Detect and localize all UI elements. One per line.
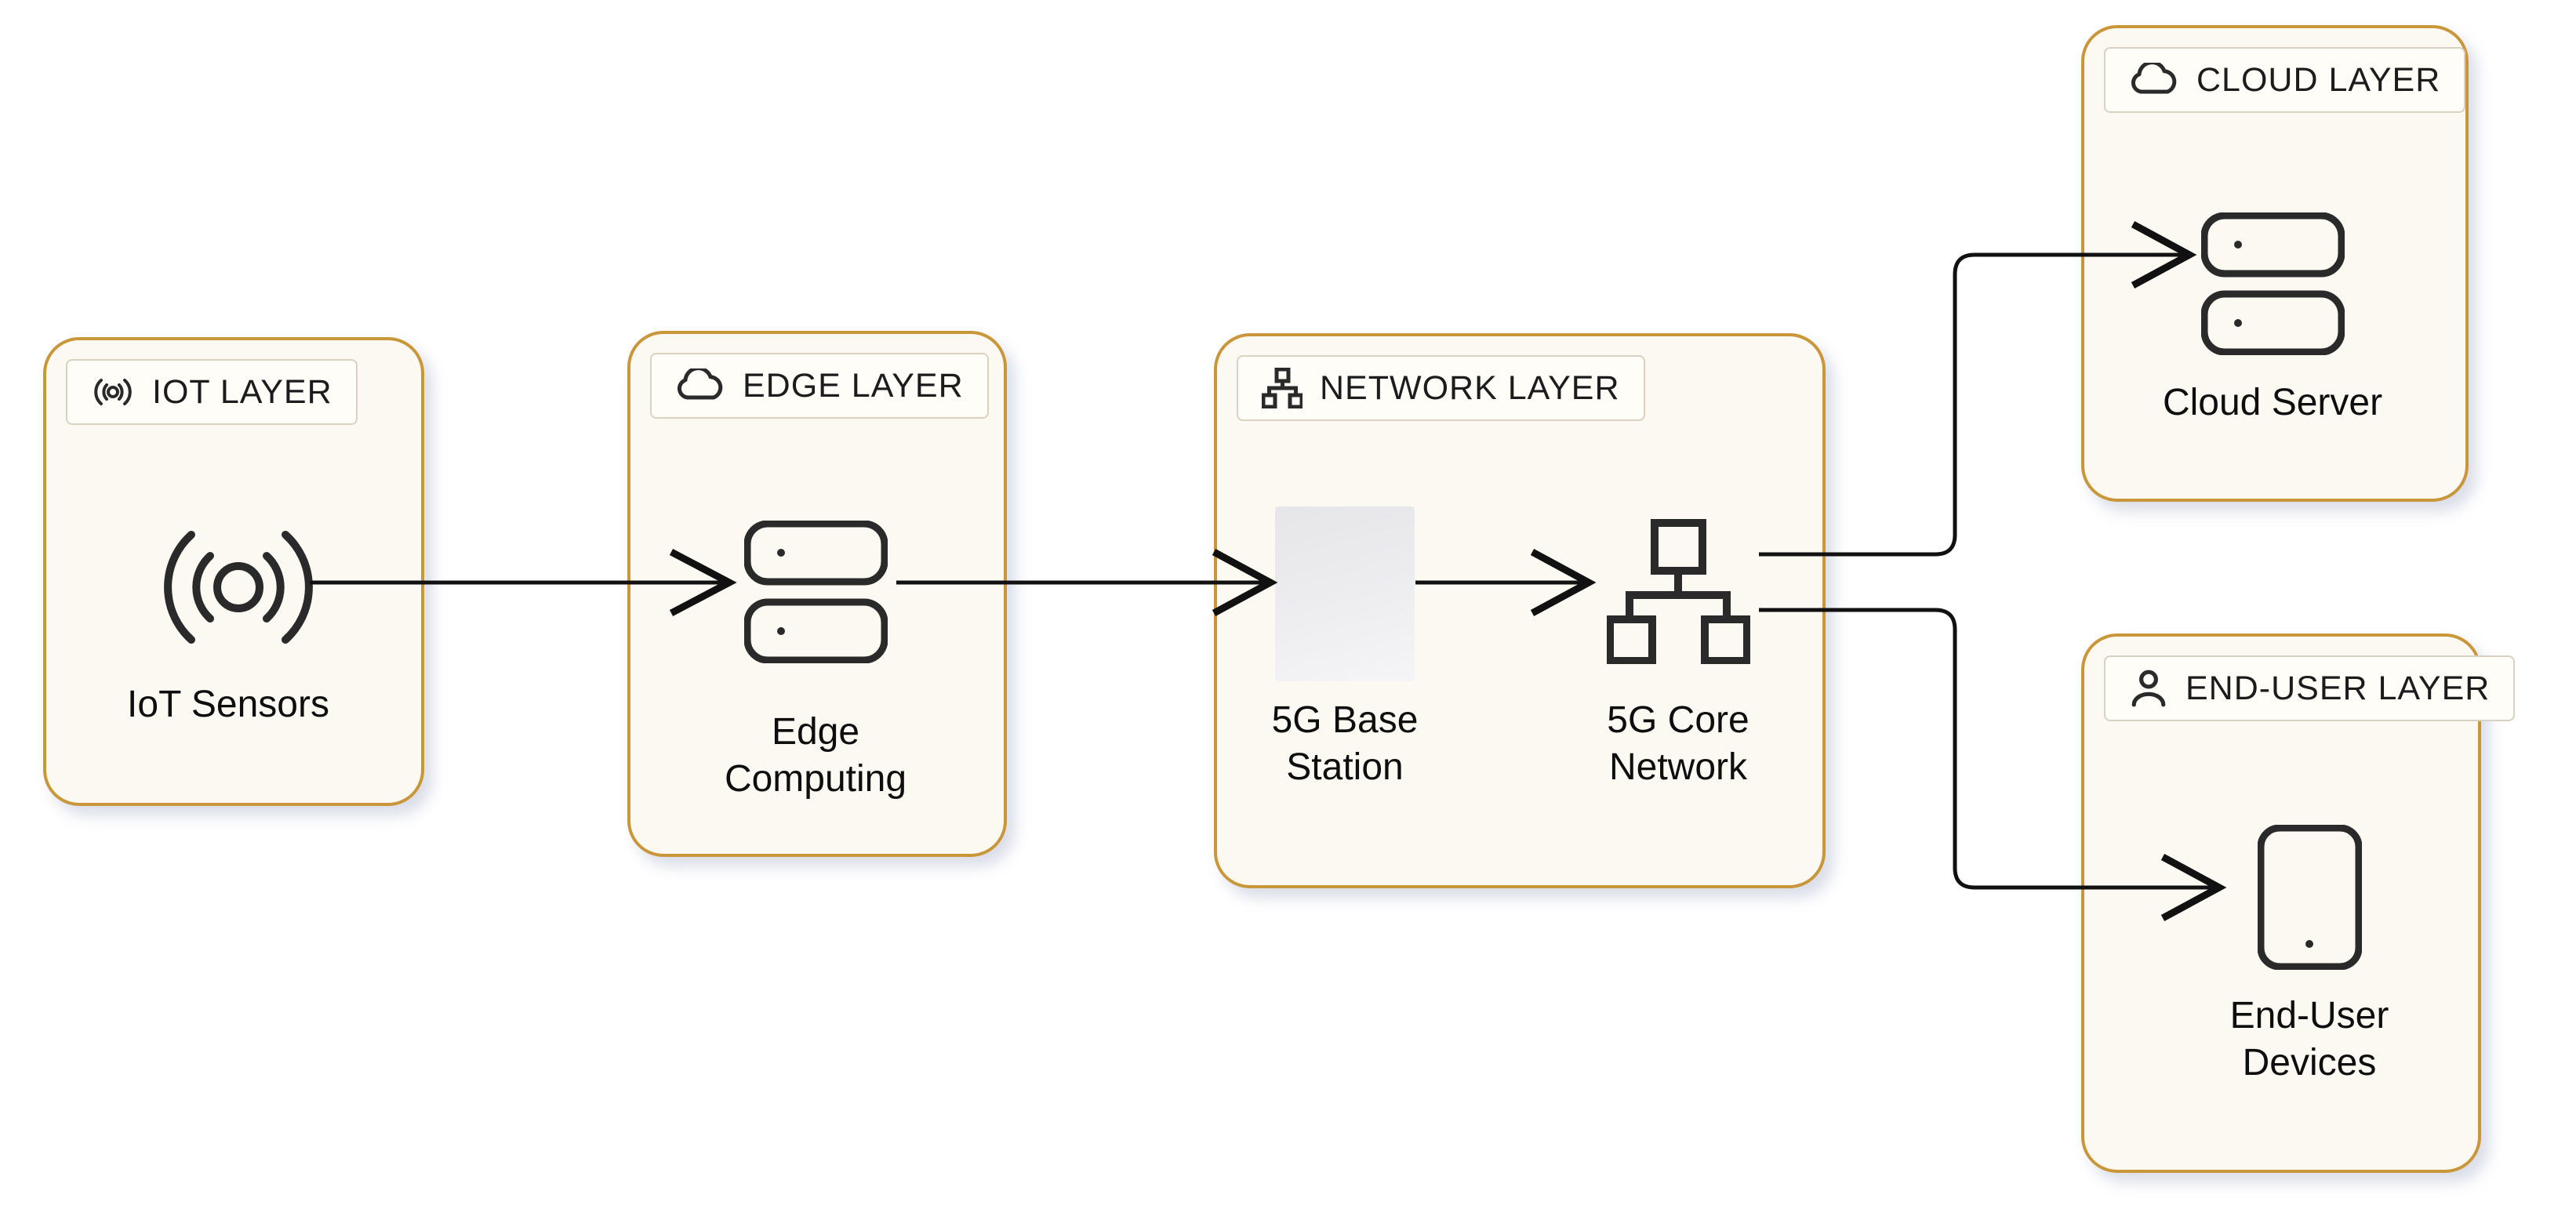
network-tree-icon [1262,368,1303,408]
person-icon [2129,669,2168,708]
layer-box-cloud: CLOUD LAYER Cloud Server [2081,25,2469,502]
layer-pill-label-edge: EDGE LAYER [743,366,964,405]
wireless-icon [91,374,135,410]
layer-pill-label-network: NETWORK LAYER [1320,368,1620,407]
node-label-edge-computing: Edge Computing [724,711,907,800]
layer-box-enduser: END-USER LAYER End-User Devices [2081,633,2516,1173]
mobile-device-icon [2258,825,2362,970]
layer-box-network: NETWORK LAYER 5G Base Station 5G Core Ne… [1214,333,1826,888]
node-label-iot-sensors: IoT Sensors [127,684,329,725]
node-label-cloud-server: Cloud Server [2162,382,2383,423]
layer-pill-iot: IOT LAYER [66,359,358,425]
layer-pill-cloud: CLOUD LAYER [2104,47,2466,113]
network-tree-icon [1607,519,1750,664]
node-label-end-user-devices: End-User Devices [2229,995,2389,1084]
layer-pill-edge: EDGE LAYER [650,353,989,419]
image-placeholder [1275,506,1415,681]
layer-pill-network: NETWORK LAYER [1237,355,1645,421]
layer-pill-enduser: END-USER LAYER [2104,655,2516,721]
node-label-core-network: 5G Core Network [1607,699,1749,788]
layer-box-edge: EDGE LAYER Edge Computing [627,331,1007,857]
cloud-icon [2129,63,2179,97]
layer-pill-label-enduser: END-USER LAYER [2185,669,2491,707]
node-label-base-station: 5G Base Station [1271,699,1419,788]
layer-pill-label-cloud: CLOUD LAYER [2196,60,2441,99]
wireless-signal-icon [152,517,325,658]
cloud-icon [675,368,725,403]
server-stack-icon [2201,212,2345,355]
layer-pill-label-iot: IOT LAYER [152,372,332,411]
server-stack-icon [744,521,888,663]
layer-box-iot: IOT LAYER IoT Sensors [43,337,424,806]
